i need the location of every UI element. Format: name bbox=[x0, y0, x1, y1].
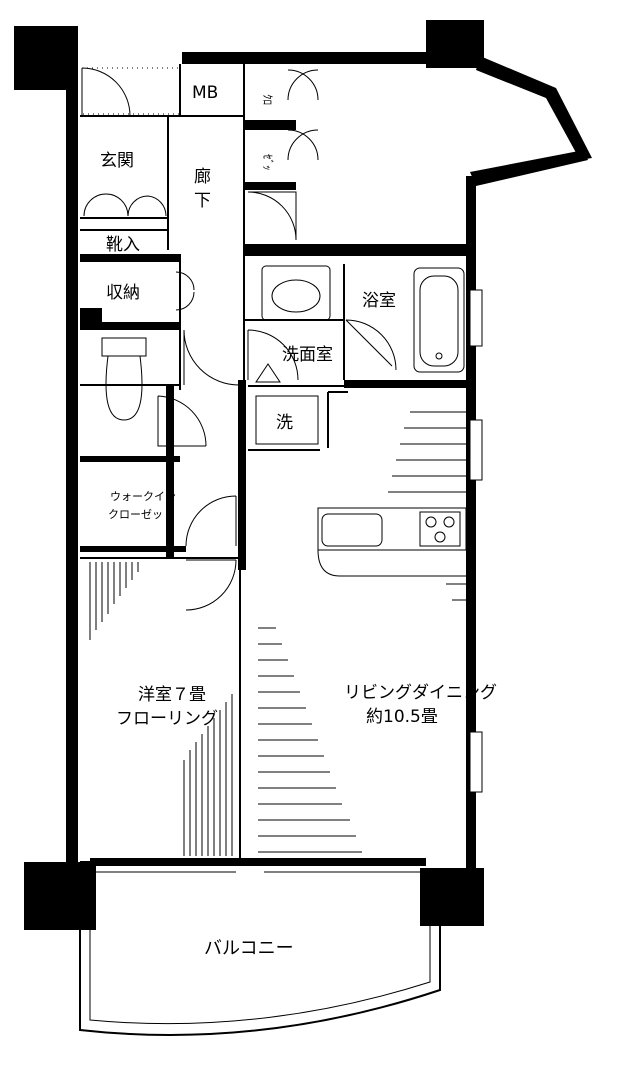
wall-closet-bar bbox=[244, 120, 296, 130]
door-corridor-closet bbox=[247, 191, 297, 241]
column-top-right bbox=[426, 20, 484, 68]
interior-lines bbox=[80, 64, 420, 873]
door-entrance bbox=[81, 67, 131, 117]
door-closet-pair-2 bbox=[287, 129, 319, 161]
western-room-flooring-hatch bbox=[89, 562, 233, 856]
label-walk-in-1: ウォークイン bbox=[110, 490, 176, 503]
label-western-room-1: 洋室７畳 bbox=[138, 685, 206, 705]
wall-mid-vertical bbox=[238, 380, 246, 570]
label-hallway-2: 下 bbox=[194, 191, 211, 211]
wall-slanted-step bbox=[470, 150, 588, 186]
wall-toilet-right bbox=[166, 385, 174, 557]
toilet bbox=[101, 337, 147, 421]
balcony-outline bbox=[79, 926, 441, 1036]
label-entrance: 玄関 bbox=[100, 151, 134, 171]
label-closet-top-b: ｾﾞｯ bbox=[261, 154, 274, 171]
wall-shoe-top bbox=[80, 254, 180, 262]
door-shoe-2 bbox=[127, 195, 167, 217]
label-washer: 洗 bbox=[276, 413, 293, 433]
column-bottom-right bbox=[420, 868, 484, 926]
door-bath bbox=[345, 319, 397, 371]
room-labels: MB ｸﾛ ｾﾞｯ 玄関 廊 下 靴入 収納 浴室 洗面室 洗 ウォークイン ク… bbox=[100, 83, 497, 959]
door-washroom bbox=[247, 329, 299, 381]
wall-bath-bottom bbox=[344, 380, 474, 388]
label-western-room-2: フローリング bbox=[116, 709, 218, 729]
label-balcony: バルコニー bbox=[204, 938, 294, 959]
wall-storage-bottom bbox=[80, 322, 180, 330]
bathtub bbox=[413, 267, 465, 373]
wall-left bbox=[66, 80, 78, 870]
label-hallway-1: 廊 bbox=[194, 167, 211, 187]
label-closet-top-a: ｸﾛ bbox=[261, 94, 274, 105]
wall-bath-top bbox=[244, 244, 474, 256]
door-western bbox=[185, 559, 237, 611]
washer-pan bbox=[255, 395, 319, 445]
label-washroom: 洗面室 bbox=[282, 345, 333, 365]
entrance-floor bbox=[81, 67, 181, 115]
door-storage bbox=[175, 271, 195, 311]
column-top-left bbox=[14, 26, 78, 90]
wall-right bbox=[466, 176, 476, 872]
arrow-marker bbox=[255, 363, 281, 383]
wall-bottom bbox=[90, 858, 426, 866]
wall-small-box bbox=[80, 308, 102, 324]
door-lavatory bbox=[157, 395, 207, 447]
door-closet-pair-1 bbox=[287, 69, 319, 101]
label-ldk-1: リビングダイニング bbox=[344, 683, 497, 703]
fixtures bbox=[101, 265, 467, 577]
kitchen-counter bbox=[317, 507, 467, 551]
door-shoe-1 bbox=[83, 193, 129, 217]
wall-slanted-upper-right bbox=[476, 56, 592, 160]
label-mb: MB bbox=[192, 83, 218, 103]
washbasin bbox=[261, 265, 331, 321]
label-bath: 浴室 bbox=[362, 291, 396, 311]
ldk-flooring-hatch bbox=[258, 411, 466, 853]
doors bbox=[81, 67, 397, 611]
column-bottom-left bbox=[24, 862, 96, 930]
label-walk-in-2: クローゼット bbox=[108, 508, 174, 521]
door-toilet bbox=[183, 329, 240, 386]
door-walkin bbox=[185, 495, 237, 547]
wall-top bbox=[182, 52, 432, 64]
label-storage: 収納 bbox=[106, 283, 140, 303]
label-ldk-2: 約10.5畳 bbox=[366, 707, 438, 727]
wall-closet-bar-2 bbox=[244, 182, 296, 190]
label-shoe-storage: 靴入 bbox=[106, 235, 140, 255]
wall-toilet-bottom bbox=[80, 456, 180, 462]
structural-walls bbox=[14, 20, 484, 930]
wall-walkin-bottom bbox=[80, 546, 186, 552]
windows bbox=[469, 289, 483, 793]
